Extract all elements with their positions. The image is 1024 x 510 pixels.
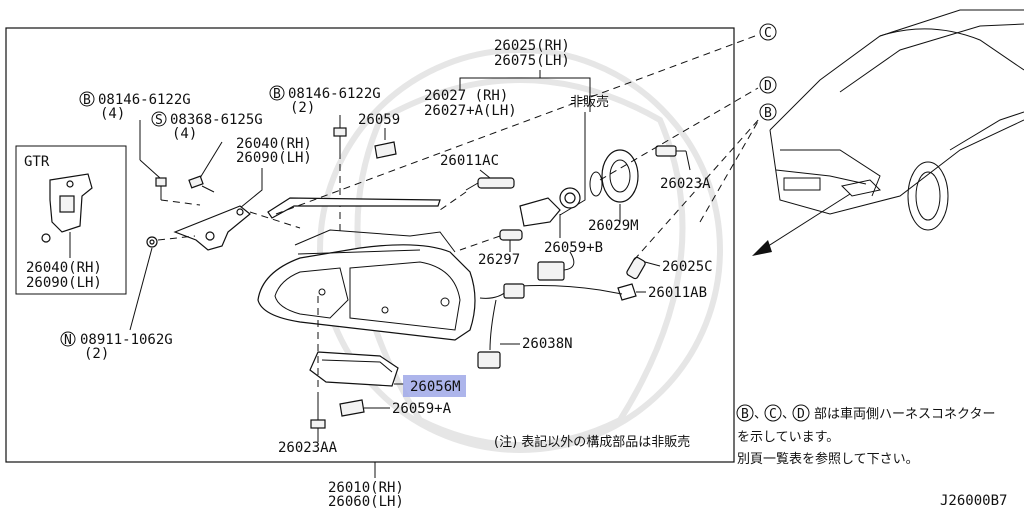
- bulb-26025c-icon: [626, 256, 646, 280]
- part-08146-top: 08146-6122G: [288, 86, 381, 102]
- headlamp-assembly: [257, 229, 476, 341]
- part-08911-qty: (2): [84, 346, 109, 362]
- svg-text:B: B: [741, 407, 749, 422]
- bulb-26023a-icon: [655, 145, 686, 157]
- part-26023aa: 26023AA: [278, 440, 338, 456]
- circle-s-icon: [151, 111, 167, 127]
- svg-text:、: 、: [754, 407, 767, 422]
- lower-cover-26056m: [309, 351, 399, 387]
- side-note-line2: を示しています。: [737, 430, 839, 445]
- gtr-part-26040: 26040(RH): [26, 260, 102, 276]
- part-26090: 26090(LH): [236, 150, 312, 166]
- part-26011ab: 26011AB: [648, 285, 707, 301]
- part-26011ac: 26011AC: [440, 153, 499, 169]
- circle-d-ref-icon: [759, 76, 777, 94]
- gtr-part-26090: 26090(LH): [26, 275, 102, 291]
- part-26029m: 26029M: [588, 218, 639, 234]
- part-26023a: 26023A: [660, 176, 711, 192]
- part-26025: 26025(RH): [494, 38, 570, 54]
- highlight-26056m: [403, 375, 466, 397]
- not-for-sale-label: 非販売: [570, 94, 609, 110]
- figure-code: J26000B7: [940, 493, 1007, 509]
- retaining-ring-26029m: [589, 149, 639, 203]
- part-26059a: 26059+A: [392, 401, 452, 417]
- svg-text:、: 、: [782, 407, 795, 422]
- svg-text:N: N: [64, 333, 72, 348]
- part-08146-left: 08146-6122G: [98, 92, 191, 108]
- part-26060: 26060(LH): [328, 494, 404, 510]
- circle-b-left-icon: [79, 91, 95, 107]
- bolt-top-icon: [333, 127, 347, 152]
- mounting-bracket: [173, 205, 251, 251]
- part-26059b: 26059+B: [544, 240, 603, 256]
- svg-text:D: D: [764, 79, 772, 94]
- svg-text:B: B: [273, 87, 281, 102]
- gtr-inset-frame: [15, 145, 127, 295]
- label-sticker-a-icon: [339, 399, 365, 417]
- socket-26011ab-icon: [617, 283, 637, 301]
- nut-icon: [146, 236, 158, 248]
- circle-n-icon: [60, 331, 76, 347]
- svg-text:B: B: [764, 106, 772, 121]
- svg-text:S: S: [155, 113, 163, 128]
- svg-text:D: D: [797, 407, 805, 422]
- part-26040: 26040(RH): [236, 136, 312, 152]
- circle-b-ref-icon: [759, 103, 777, 121]
- diagram-frame: [5, 27, 735, 463]
- bottom-screw-icon: [310, 392, 326, 429]
- part-26059: 26059: [358, 112, 400, 128]
- side-note-line3: 別頁一覧表を参照して下さい。: [737, 451, 919, 467]
- lens-strip: [267, 197, 441, 219]
- connector-icon: [537, 251, 575, 281]
- svg-text:C: C: [769, 407, 777, 422]
- part-26056m: 26056M: [410, 379, 461, 395]
- part-08146-left-qty: (4): [100, 106, 125, 122]
- part-08368-qty: (4): [172, 126, 197, 142]
- wire-harness-26038n: [477, 283, 623, 369]
- bulb-26297-icon: [499, 229, 523, 241]
- bolt-left-icon: [155, 177, 167, 200]
- part-08146-top-qty: (2): [290, 100, 315, 116]
- svg-text:C: C: [764, 26, 772, 41]
- car-front-drawing: [769, 9, 1024, 231]
- gtr-label: GTR: [24, 154, 50, 170]
- svg-text:B: B: [83, 93, 91, 108]
- note-main: (注) 表記以外の構成部品は非販売: [494, 434, 690, 450]
- socket-26059b: [519, 187, 581, 227]
- part-26038n: 26038N: [522, 336, 573, 352]
- circle-c-ref-icon: [759, 23, 777, 41]
- circle-b-icon: [269, 85, 285, 101]
- part-26010: 26010(RH): [328, 480, 404, 496]
- screw-icon: [188, 175, 215, 193]
- side-note-line1: 部は車両側ハーネスコネクター: [814, 407, 995, 422]
- part-26027: 26027 (RH): [424, 88, 508, 104]
- side-bulb-icon: [465, 177, 515, 191]
- part-08911: 08911-1062G: [80, 332, 173, 348]
- location-arrow: [761, 193, 851, 251]
- label-sticker-icon: [374, 141, 397, 159]
- part-26027a: 26027+A(LH): [424, 103, 517, 119]
- part-08368: 08368-6125G: [170, 112, 263, 128]
- gtr-bracket-drawing: [41, 173, 93, 258]
- part-26075: 26075(LH): [494, 53, 570, 69]
- part-26297: 26297: [478, 252, 520, 268]
- part-26025c: 26025C: [662, 259, 713, 275]
